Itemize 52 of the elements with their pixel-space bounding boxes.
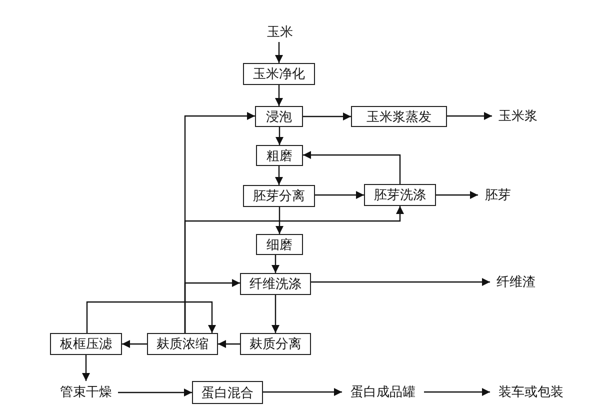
process-box xyxy=(50,333,122,355)
arrow xyxy=(315,191,364,199)
process-box xyxy=(351,106,447,127)
flow-label: 玉米浆 xyxy=(498,108,538,125)
process-box xyxy=(255,106,303,127)
arrow xyxy=(218,340,240,348)
arrow xyxy=(276,127,284,145)
arrow xyxy=(122,340,147,348)
arrow xyxy=(424,388,490,396)
arrow xyxy=(263,388,342,396)
process-box xyxy=(240,333,311,355)
arrow xyxy=(275,42,283,63)
process-box xyxy=(256,145,303,166)
process-label: 细磨 xyxy=(266,236,292,254)
arrow xyxy=(86,301,216,333)
arrow xyxy=(303,112,351,120)
arrow xyxy=(436,191,478,199)
process-box xyxy=(147,333,218,355)
process-box xyxy=(243,63,315,85)
arrow xyxy=(275,166,283,185)
flow-label: 蛋白成品罐 xyxy=(350,384,416,401)
process-label: 纤维洗涤 xyxy=(250,276,302,293)
process-label: 粗磨 xyxy=(266,148,292,164)
flow-label: 管束干燥 xyxy=(60,384,112,401)
process-label: 胚芽洗涤 xyxy=(374,187,426,204)
process-box xyxy=(364,184,436,206)
flow-label: 胚芽 xyxy=(485,187,511,204)
process-box xyxy=(256,234,303,255)
process-label: 麸质浓缩 xyxy=(156,336,208,353)
process-box xyxy=(192,381,263,404)
process-label: 玉米净化 xyxy=(253,66,305,83)
process-box xyxy=(243,185,315,207)
flow-label: 装车或包装 xyxy=(498,384,564,401)
process-label: 蛋白混合 xyxy=(202,384,254,402)
arrow xyxy=(184,279,240,333)
arrow xyxy=(118,388,192,396)
arrow xyxy=(275,85,283,106)
arrow xyxy=(272,255,280,273)
process-label: 板框压滤 xyxy=(60,336,112,353)
arrow xyxy=(82,355,90,381)
process-box xyxy=(240,273,311,295)
process-label: 浸泡 xyxy=(266,108,292,126)
arrow xyxy=(272,295,280,333)
arrow xyxy=(276,207,284,234)
arrow xyxy=(303,151,401,184)
arrow xyxy=(311,278,490,286)
flow-label: 纤维渣 xyxy=(496,274,536,291)
arrow xyxy=(447,112,492,120)
flow-label: 玉米 xyxy=(267,24,293,41)
process-label: 麸质分离 xyxy=(250,336,302,353)
process-label: 胚芽分离 xyxy=(253,188,305,205)
process-label: 玉米浆蒸发 xyxy=(366,108,432,126)
